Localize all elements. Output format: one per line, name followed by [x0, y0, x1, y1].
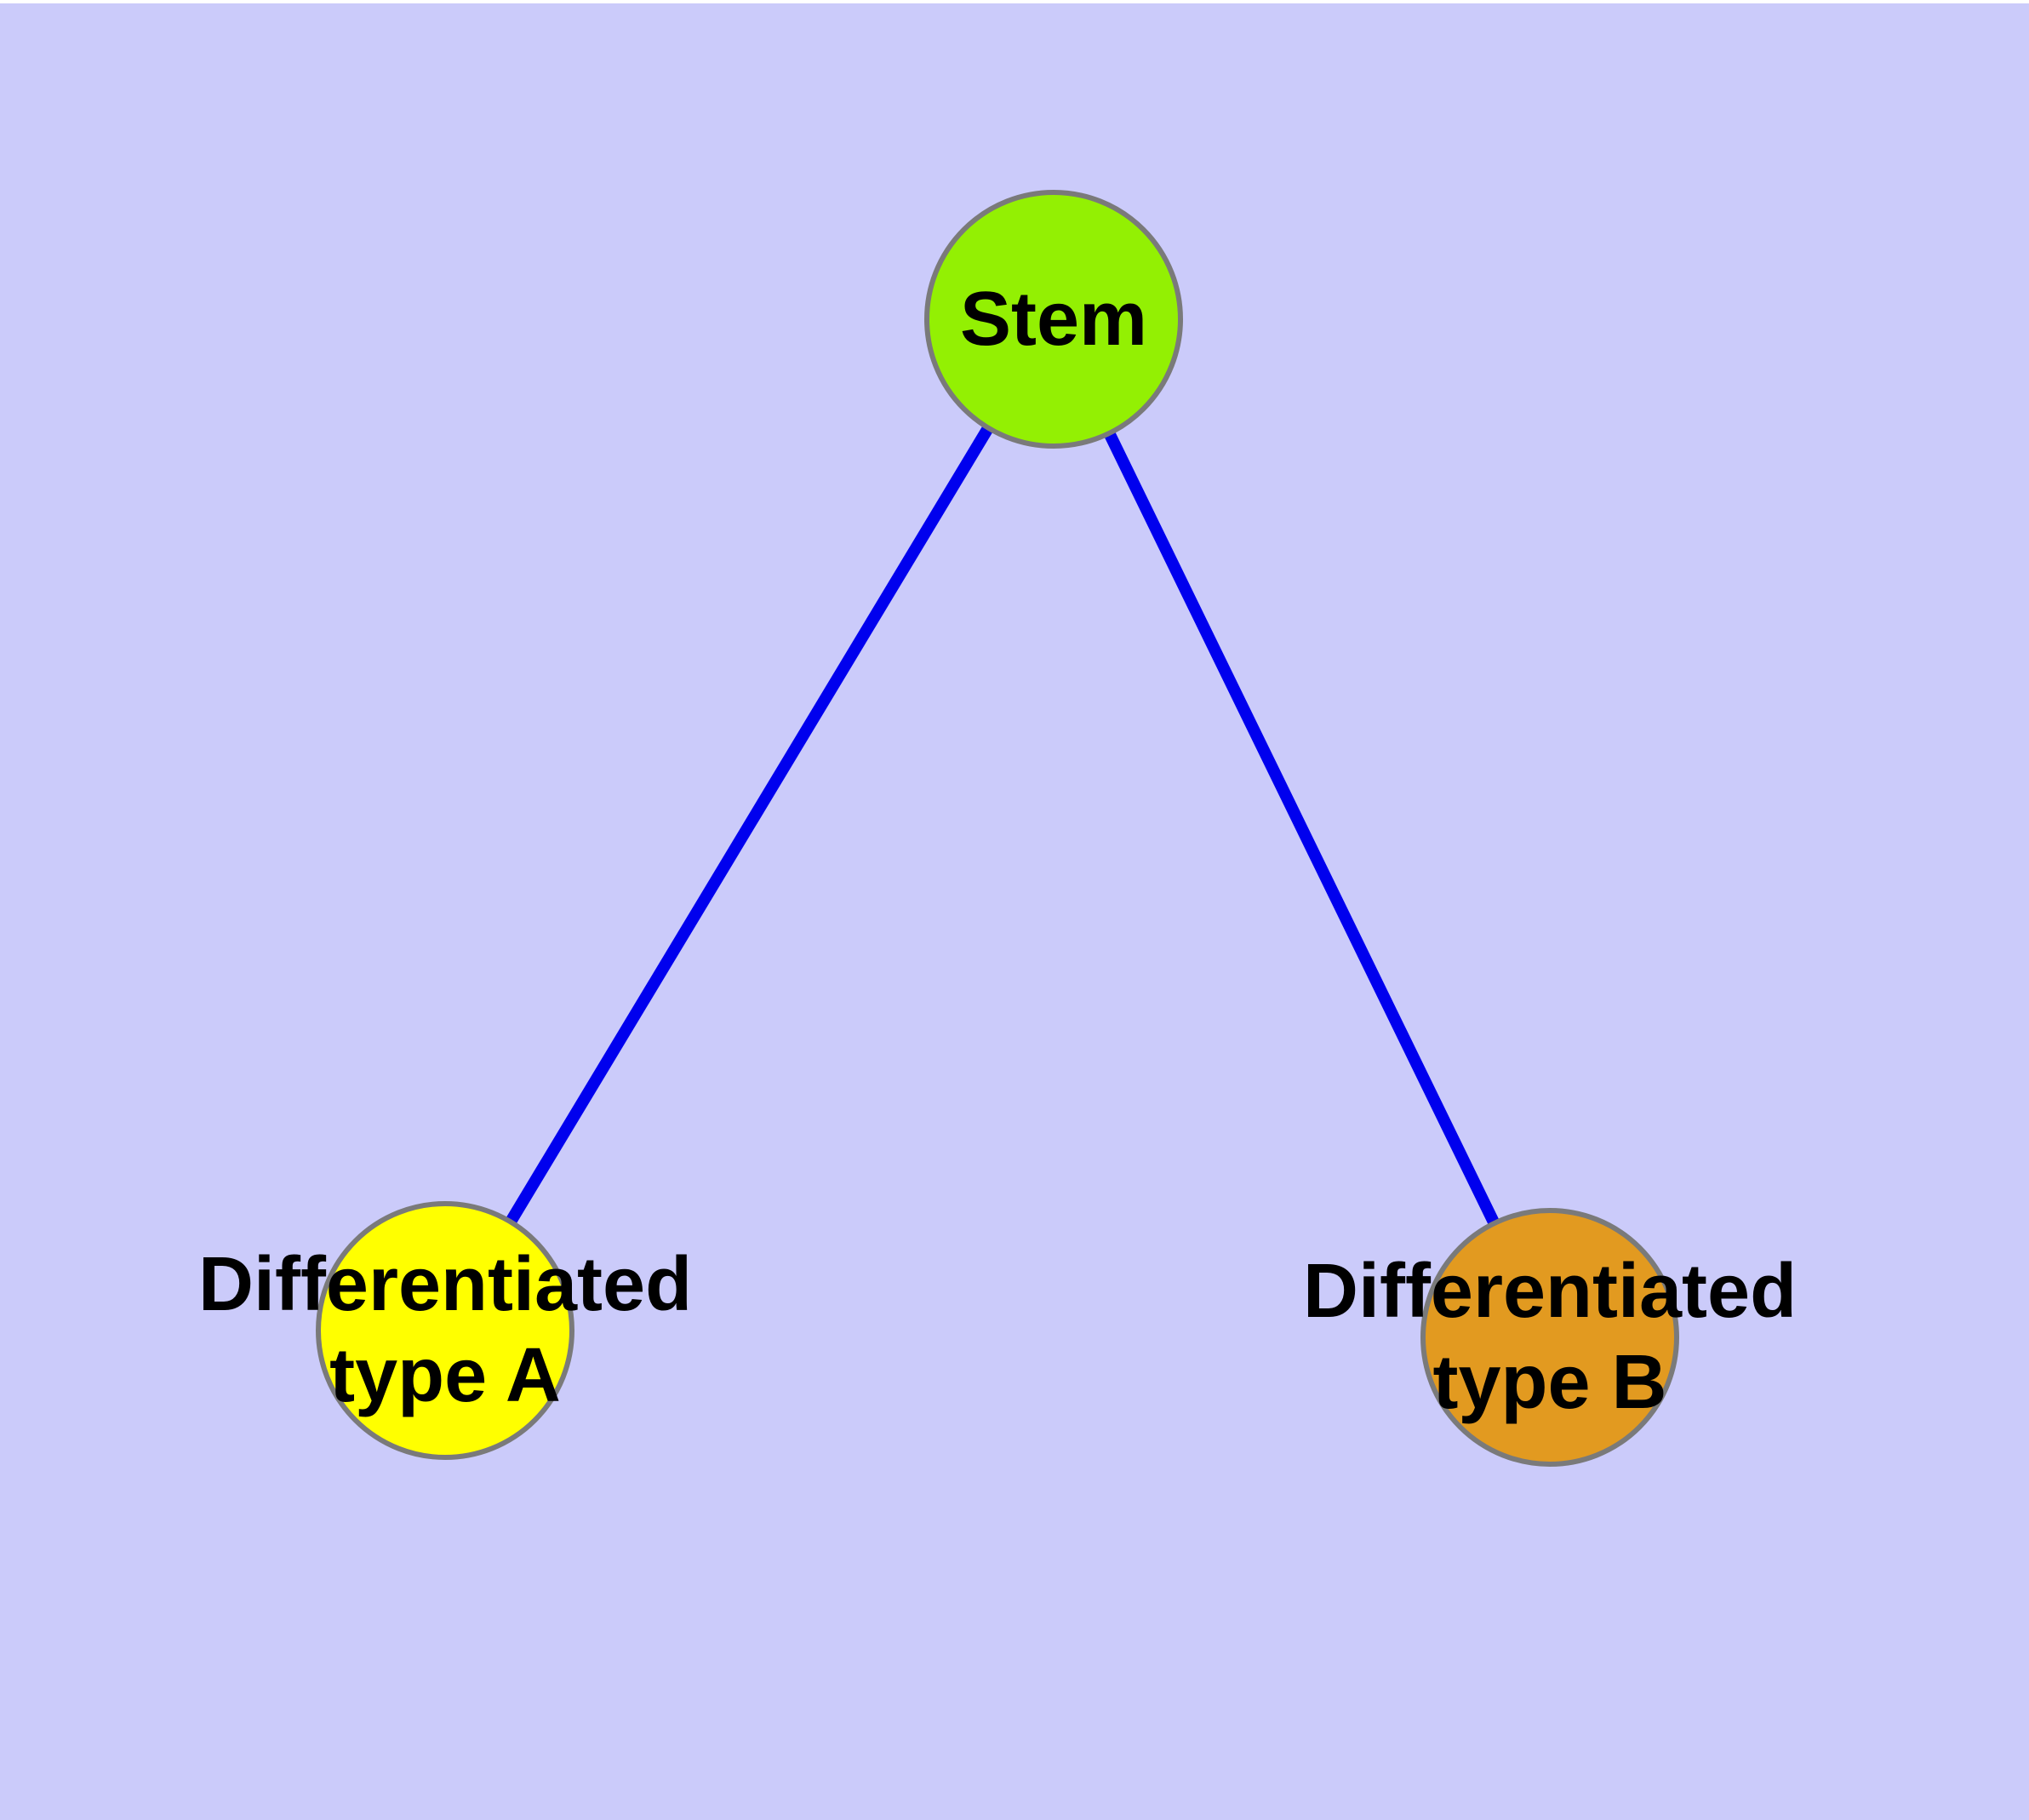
node-differentiated-type-b: Differentiated type B	[1303, 1208, 1797, 1467]
edge-stem-to-type-a	[440, 316, 1059, 1334]
label-line: type A	[329, 1333, 561, 1418]
node-differentiated-type-a: Differentiated type A	[198, 1201, 692, 1460]
label-line: Differentiated	[1302, 1249, 1798, 1334]
node-differentiated-type-b-label: Differentiated type B	[1303, 1246, 1797, 1428]
label-line: Stem	[959, 276, 1148, 362]
top-margin-strip	[0, 0, 2029, 3]
label-line: type B	[1432, 1340, 1667, 1425]
label-line: Differentiated	[197, 1242, 693, 1327]
node-stem: Stem	[924, 190, 1183, 449]
node-differentiated-type-a-label: Differentiated type A	[198, 1239, 692, 1422]
node-stem-label: Stem	[960, 274, 1147, 365]
edge-stem-to-type-b	[1048, 316, 1556, 1341]
